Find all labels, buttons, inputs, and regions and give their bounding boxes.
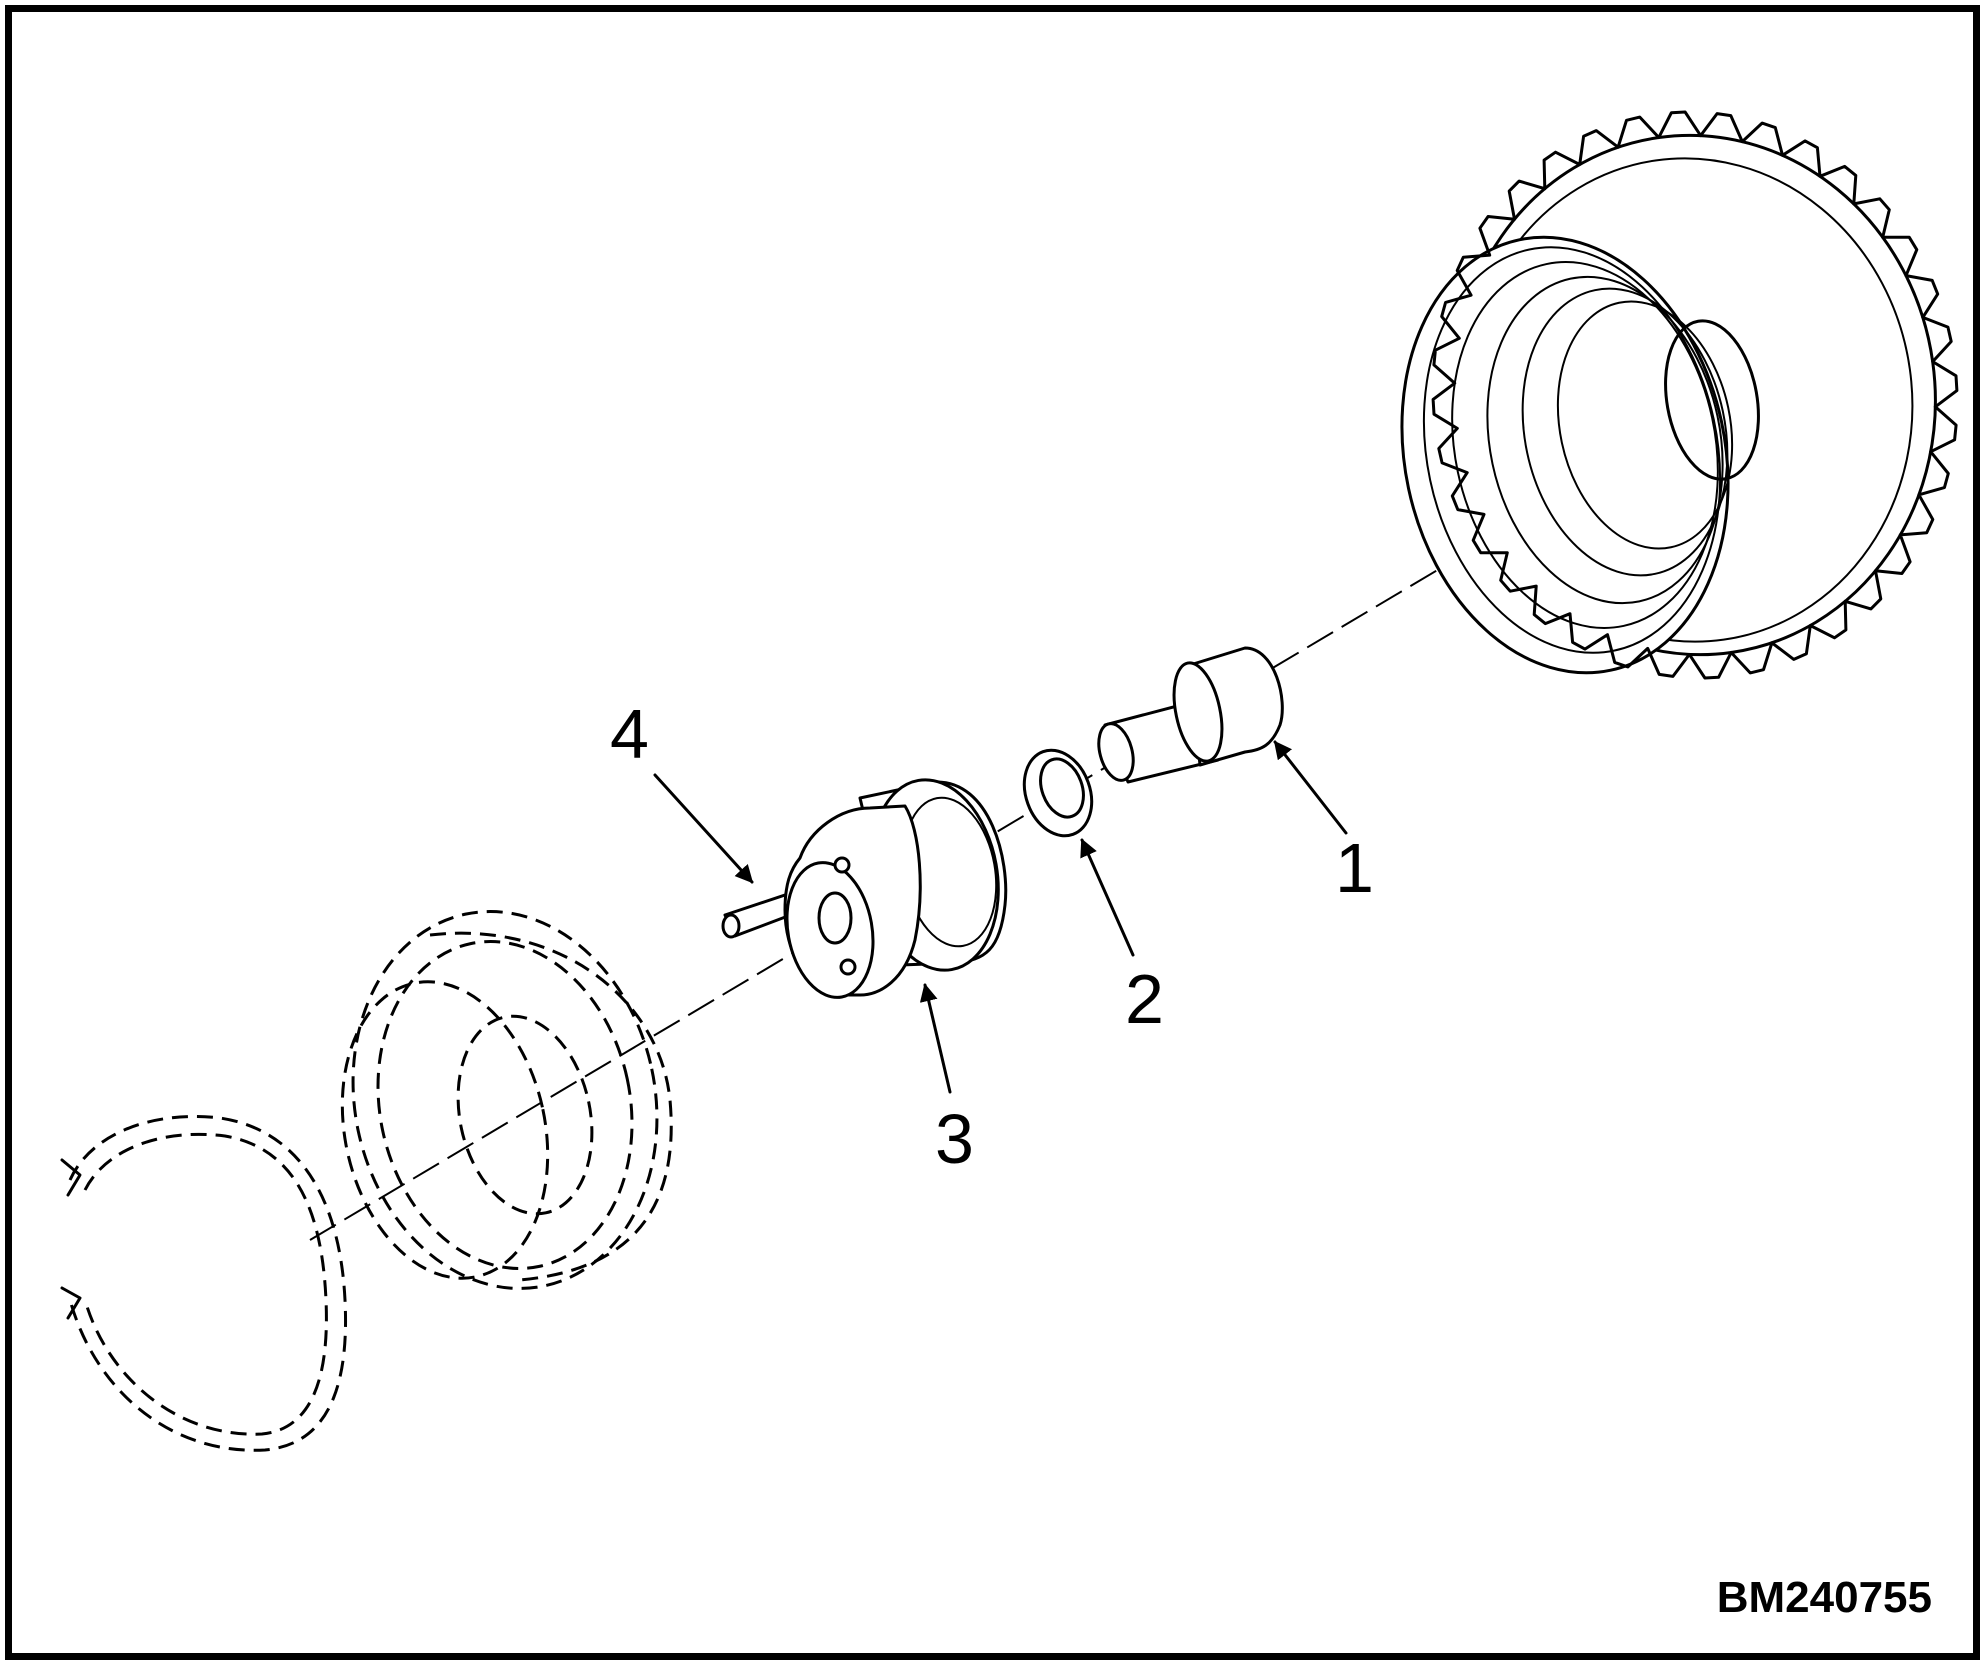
leader-arrow-3 <box>919 983 952 1094</box>
gear-tooth-profile <box>1431 110 1959 680</box>
callout-1: 1 <box>1335 829 1374 907</box>
callout-3: 3 <box>935 1100 974 1178</box>
callout-2: 2 <box>1125 960 1164 1038</box>
leader-arrow-2 <box>1080 838 1135 957</box>
gear-teeth <box>1431 110 1959 680</box>
gear <box>1400 110 1959 680</box>
leader-arrows <box>653 740 1348 1094</box>
leader-arrow-4 <box>653 773 754 884</box>
leader-arrow-1 <box>1273 740 1348 835</box>
retaining-ring <box>60 1115 348 1452</box>
callout-4: 4 <box>610 695 649 773</box>
callout-labels: 4 3 2 1 <box>610 695 1374 1178</box>
bearing <box>340 910 673 1290</box>
hub-carrier <box>783 778 1008 999</box>
washer <box>1022 748 1094 838</box>
bushing <box>1097 646 1284 784</box>
figure-id: BM240755 <box>1717 1573 1932 1622</box>
